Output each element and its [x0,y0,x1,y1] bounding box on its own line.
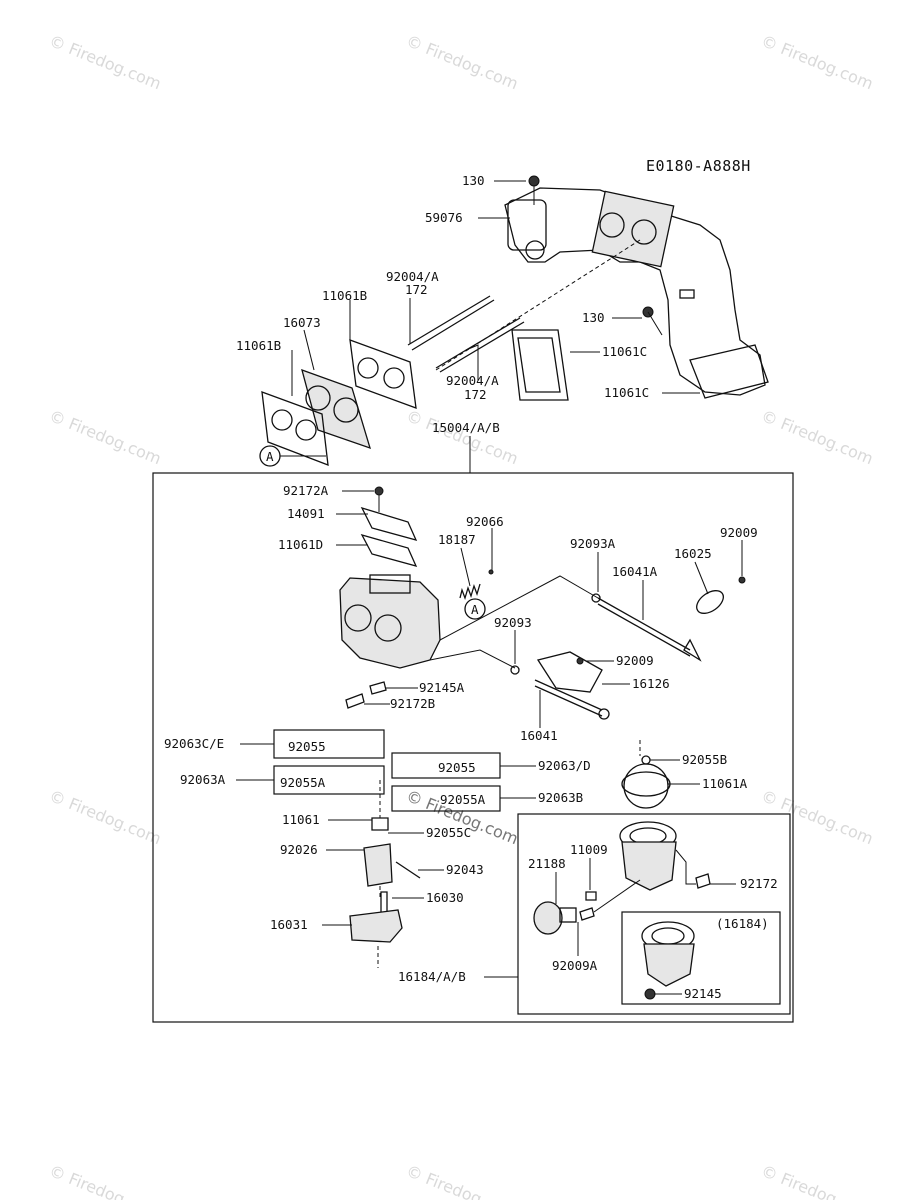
part-label: 172 [405,282,428,297]
solenoid-21188 [533,901,577,935]
drain-screw-92145 [644,988,656,1000]
part-label: 16126 [632,676,670,691]
part-label: 92172B [390,696,435,711]
part-label: 16031 [270,917,308,932]
inset-bowl [641,921,695,987]
part-label: 92004/A [386,269,439,284]
watermark: © Firedog.com [759,1161,876,1200]
washer-92093 [510,665,520,675]
part-label: 92172 [740,876,778,891]
gasket-11061c [511,329,569,401]
watermark: © Firedog.com [47,1161,164,1200]
screw-92009a [579,907,595,921]
part-label: 92145A [419,680,465,695]
screw-92172b [345,693,365,709]
part-label: 11061A [702,776,748,791]
part-label: 92055B [682,752,727,767]
screw-92172 [695,873,711,889]
part-label: 59076 [425,210,463,225]
watermark: © Firedog.com [47,786,164,848]
plate-14091 [360,506,418,541]
carburetor-body [339,574,441,669]
part-label: 130 [582,310,605,325]
gasket-11009 [585,891,597,901]
spring-18187 [459,583,481,601]
part-label: 14091 [287,506,325,521]
part-label: 11061B [236,338,281,353]
part-label: 92009 [616,653,654,668]
part-label: 92055A [440,792,486,807]
part-label: 16030 [426,890,464,905]
part-label: 92093 [494,615,532,630]
part-label: 16041 [520,728,558,743]
part-label: 92055 [438,760,476,775]
part-label: 18187 [438,532,476,547]
part-label: 92066 [466,514,504,529]
part-label: 92063B [538,790,583,805]
part-label: 15004/A/B [432,420,500,435]
part-label: 11061D [278,537,323,552]
float-16031 [349,909,403,943]
part-label: 21188 [528,856,566,871]
screw-92145a [369,681,387,695]
callout-a-circle [464,598,486,620]
stud-92004a [407,295,525,373]
part-label: 92093A [570,536,616,551]
part-label: 16073 [283,315,321,330]
watermark: © Firedog.com [404,31,521,93]
part-label: 172 [464,387,487,402]
part-label: 92063A [180,772,226,787]
part-label: 92063/D [538,758,591,773]
part-labels: 130 59076 92004/A 172 11061B 16073 11061… [164,173,778,1001]
part-label: 11061C [604,385,649,400]
watermark: © Firedog.com [759,786,876,848]
inset-16184-frame [621,911,781,1005]
callout-a: A [266,449,274,464]
watermark: © Firedog.com [759,406,876,468]
float-needle-assembly [363,780,421,900]
gasket-11061b [261,339,417,466]
part-label: 92145 [684,986,722,1001]
carb-spacer-16073 [301,368,371,450]
part-label: 11061C [602,344,647,359]
leader-lines [236,180,743,995]
watermark: © Firedog.com [404,406,521,468]
gasket-11061d [360,533,418,567]
screw-92172a [374,486,384,496]
o-ring-11061a [623,763,669,809]
watermark-group: © Firedog.com © Firedog.com © Firedog.co… [47,31,876,1200]
intake-manifold [504,175,769,399]
watermark: © Firedog.com [47,406,164,468]
part-label: (16184) [716,916,769,931]
callout-a: A [471,602,479,617]
part-label: 92063C/E [164,736,224,751]
washer-92055b [641,755,651,765]
part-label: 92055A [280,775,326,790]
part-label: 92055C [426,825,471,840]
part-label: 16025 [674,546,712,561]
diagram-code: E0180-A888H [646,157,751,175]
watermark: © Firedog.com [759,31,876,93]
part-label: 130 [462,173,485,188]
watermark: © Firedog.com [404,1161,521,1200]
float-bowl-16184 [619,821,677,891]
throttle-shaft-16041 [534,651,610,720]
watermark: © Firedog.com [47,31,164,93]
part-label: 92009A [552,958,598,973]
carburetor-assembly-frame [152,472,794,1023]
part-label: 92172A [283,483,329,498]
part-label: 92009 [720,525,758,540]
part-label: 92043 [446,862,484,877]
part-label: 16184/A/B [398,969,466,984]
part-label: 16041A [612,564,658,579]
float-bowl-frame [517,813,791,1015]
part-label: 11009 [570,842,608,857]
part-label: 11061B [322,288,367,303]
part-label: 92055 [288,739,326,754]
part-label: 92004/A [446,373,499,388]
choke-shaft-16041a [591,576,746,662]
part-label: 11061 [282,812,320,827]
part-label: 92026 [280,842,318,857]
